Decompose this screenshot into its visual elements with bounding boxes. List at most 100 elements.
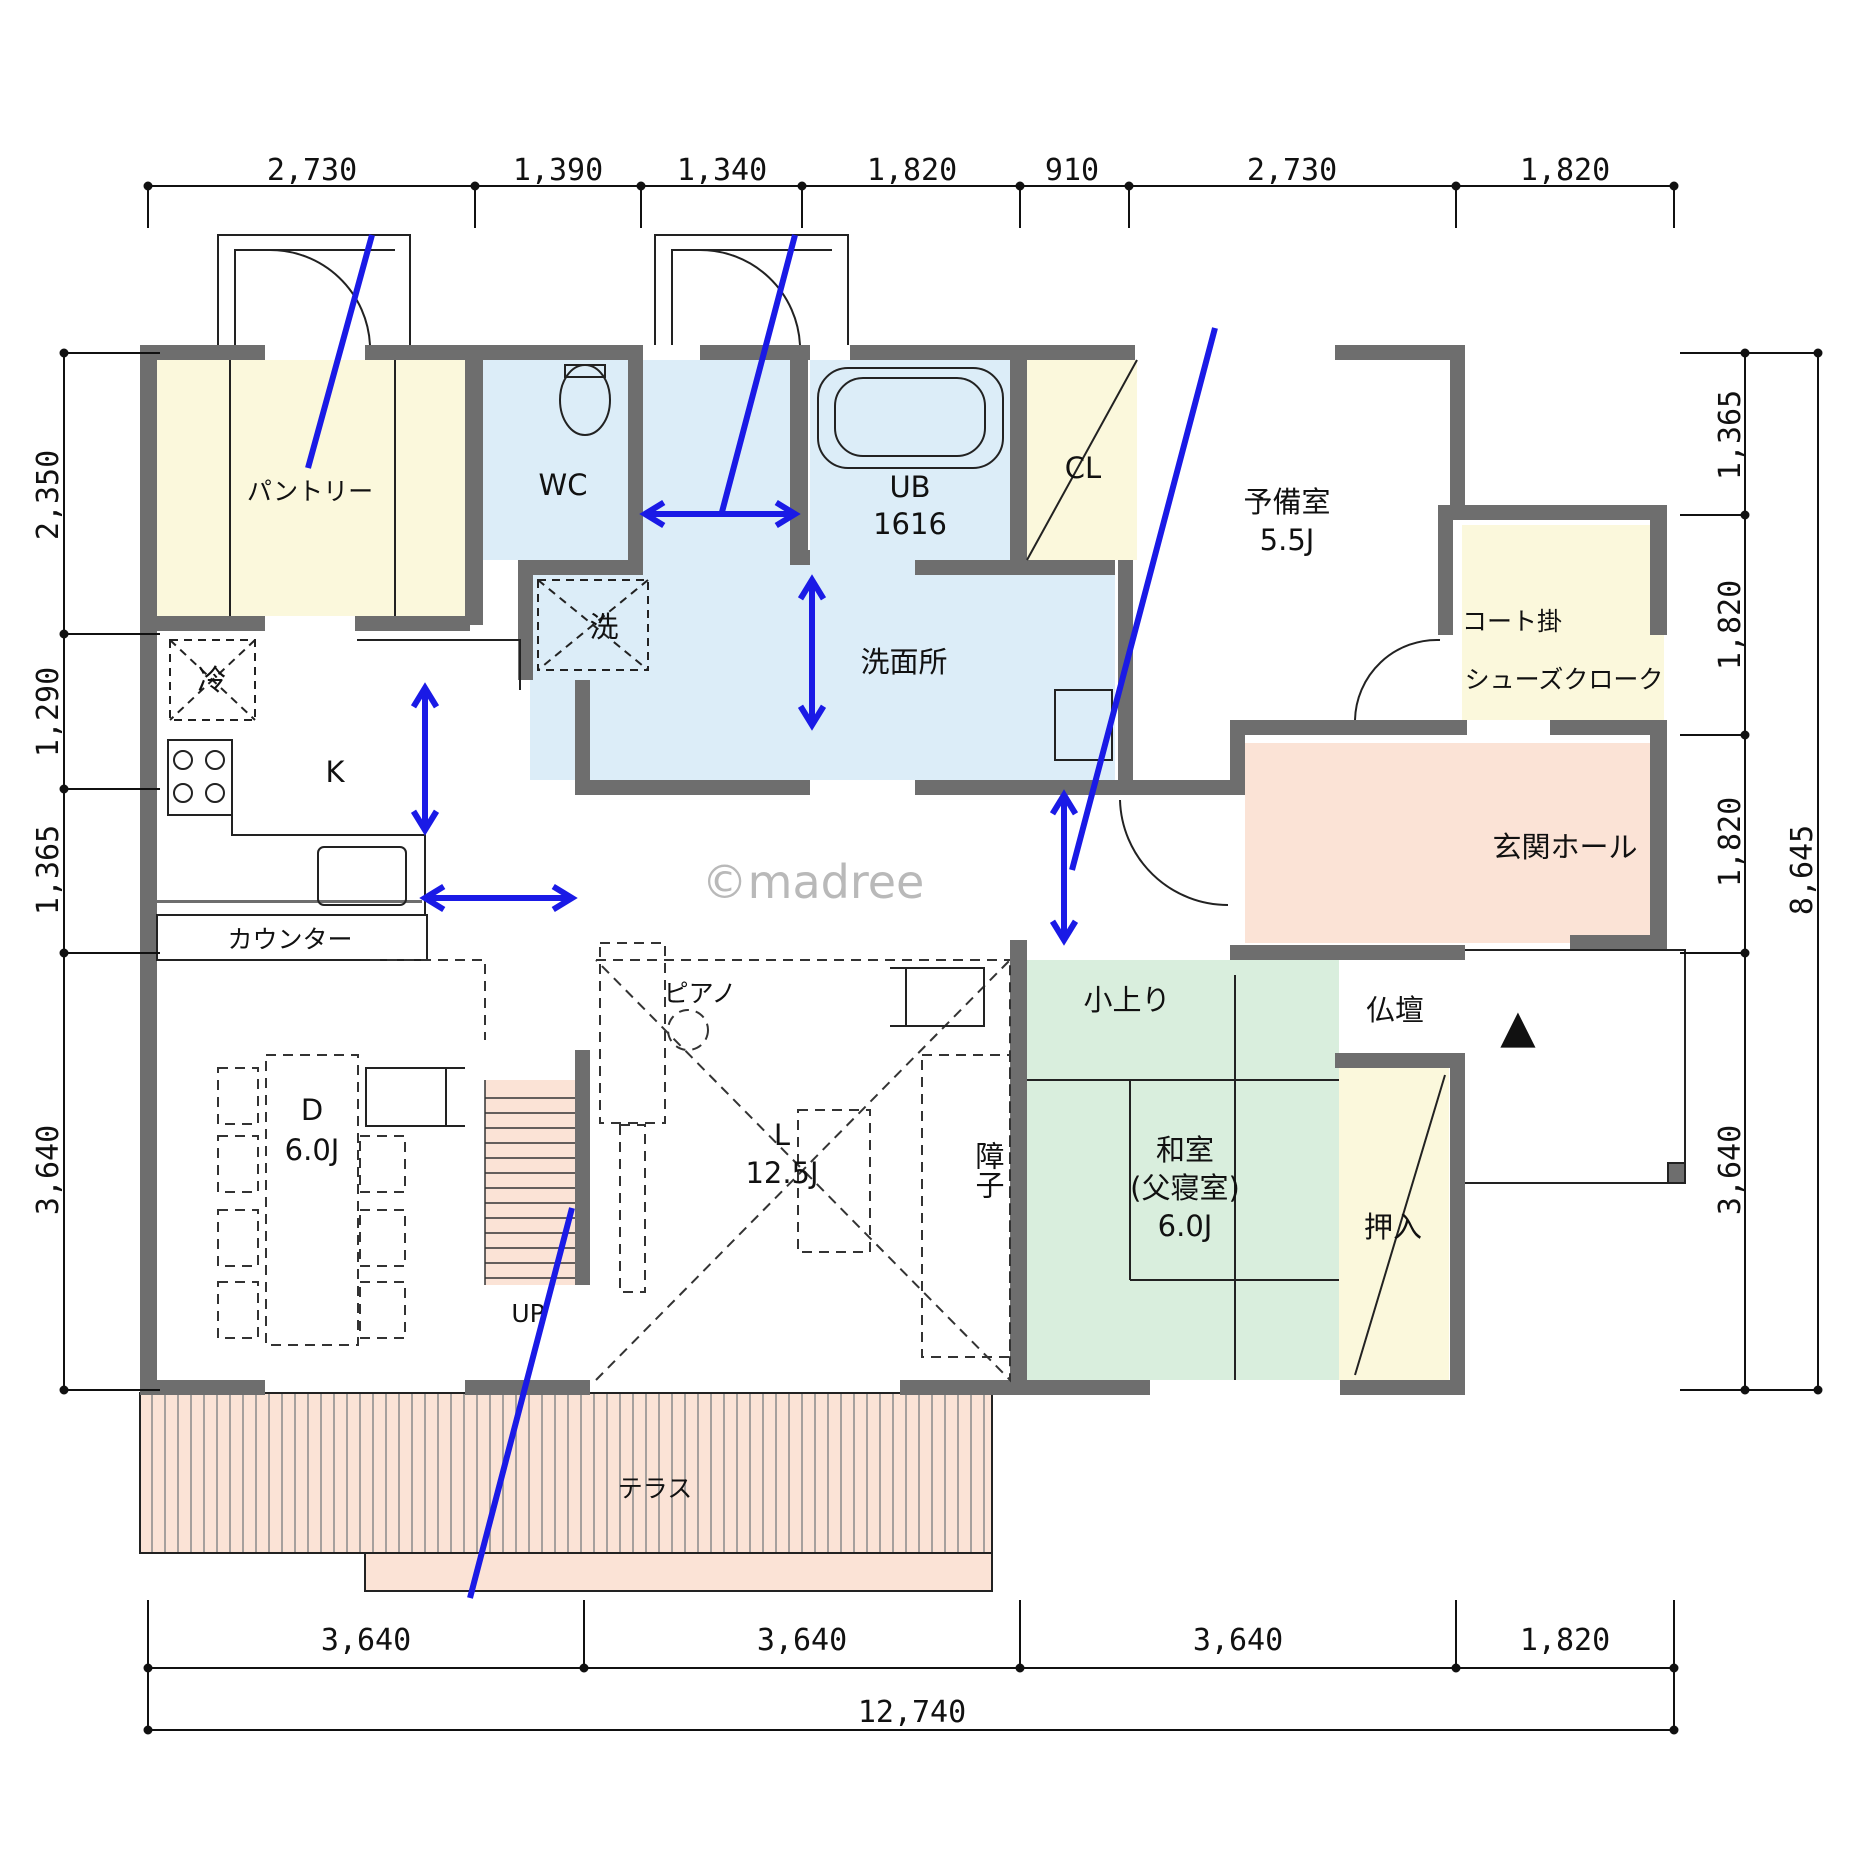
double-arrow-icon <box>1049 789 1079 946</box>
piano-label: ピアノ <box>664 979 737 1008</box>
dimension-dot <box>59 1385 69 1395</box>
terrace-label: テラス <box>618 1474 693 1503</box>
right-dimensions: 1,365 1,820 1,820 3,640 8,645 <box>1713 390 1820 1215</box>
shoe-cloak-fill <box>1462 525 1664 720</box>
pantry-fill <box>157 360 465 616</box>
right-dim-1: 1,365 <box>1713 390 1748 480</box>
total-width: 12,740 <box>858 1695 966 1730</box>
terrace-step-outline <box>364 1552 993 1592</box>
oshiire-fill <box>1339 1067 1449 1380</box>
blue-arrow-icons <box>410 499 1079 946</box>
top-dim-7: 1,820 <box>1520 153 1610 188</box>
left-dim-4: 3,640 <box>31 1125 66 1215</box>
bottom-dim-2: 3,640 <box>757 1623 847 1658</box>
washitsu-note: (父寝室) <box>1130 1171 1240 1205</box>
dimension-dot <box>1451 181 1461 191</box>
stair-treads <box>484 1080 575 1285</box>
washitsu-fill <box>1027 960 1339 1380</box>
dimension-dot <box>1813 348 1823 358</box>
entrance-mark: ▲ <box>1500 999 1536 1053</box>
dimension-dot <box>1451 1663 1461 1673</box>
left-dim-1: 2,350 <box>31 450 66 540</box>
wc-label: WC <box>539 468 588 502</box>
spare-room-label: 予備室 <box>1243 485 1330 519</box>
dimension-dot <box>1015 181 1025 191</box>
top-dim-3: 1,340 <box>677 153 767 188</box>
bottom-dim-1: 3,640 <box>321 1623 411 1658</box>
dimension-dot <box>143 181 153 191</box>
dimension-dot <box>1669 181 1679 191</box>
right-dim-3: 1,820 <box>1713 797 1748 887</box>
double-arrow-icon <box>639 499 801 529</box>
pantry-shelves <box>229 360 396 616</box>
terrace-step-fill <box>365 1553 992 1591</box>
terrace-fill <box>140 1393 992 1553</box>
dimension-dot <box>143 1725 153 1735</box>
spare-room-size: 5.5J <box>1260 523 1315 557</box>
dimension-dot <box>1124 181 1134 191</box>
dimension-dot <box>1813 1385 1823 1395</box>
furniture <box>217 942 1011 1383</box>
cl-label: CL <box>1065 451 1101 485</box>
washing-machine-label: 洗 <box>589 610 618 644</box>
top-dim-1: 2,730 <box>267 153 357 188</box>
walls <box>140 345 1667 1395</box>
shoe-cloak-label: シューズクローク <box>1465 665 1664 694</box>
dining-label: D <box>301 1093 323 1127</box>
living-size: 12.5J <box>745 1156 818 1190</box>
dimension-dot <box>470 181 480 191</box>
blue-annotation-lines <box>305 234 1218 1599</box>
dimension-dot <box>636 181 646 191</box>
left-dimensions: 2,350 1,290 1,365 3,640 <box>31 450 66 1215</box>
bottom-dim-3: 3,640 <box>1193 1623 1283 1658</box>
dimension-dot <box>1015 1663 1025 1673</box>
top-dim-2: 1,390 <box>513 153 603 188</box>
left-dim-2: 1,290 <box>31 667 66 757</box>
top-dim-5: 910 <box>1045 153 1099 188</box>
koagari-label: 小上り <box>1083 983 1170 1017</box>
hall-fill <box>1245 743 1663 943</box>
double-arrow-icon <box>410 682 440 836</box>
dimension-dot <box>59 348 69 358</box>
living-label: L <box>774 1118 790 1152</box>
counter-label: カウンター <box>227 925 352 954</box>
entrance-hall-label: 玄関ホール <box>1492 830 1637 864</box>
dimension-dot <box>59 784 69 794</box>
wheelchair-icon <box>365 967 985 1127</box>
dimension-dot <box>579 1663 589 1673</box>
washroom-label: 洗面所 <box>860 645 947 679</box>
top-dim-6: 2,730 <box>1247 153 1337 188</box>
washitsu-label: 和室 <box>1156 1133 1214 1167</box>
dining-size: 6.0J <box>285 1133 340 1167</box>
ub-size: 1616 <box>873 507 947 541</box>
coat-label: コート掛 <box>1462 607 1562 636</box>
bottom-dim-4: 1,820 <box>1520 1623 1610 1658</box>
room-labels: パントリー WC UB 1616 CL 予備室 5.5J コート掛 シューズクロ… <box>197 451 1663 1503</box>
total-height: 8,645 <box>1785 825 1820 915</box>
left-dim-3: 1,365 <box>31 825 66 915</box>
dimension-dot <box>1740 730 1750 740</box>
watermark: ©madree <box>702 855 925 909</box>
room-fills <box>140 360 1664 1591</box>
shoji-label: 障子 <box>971 1141 1005 1199</box>
tatami-lines <box>1027 975 1339 1380</box>
dimension-dot <box>1740 948 1750 958</box>
top-dimensions: 2,730 1,390 1,340 1,820 910 2,730 1,820 <box>267 153 1610 188</box>
dimension-lines <box>59 181 1823 1735</box>
fridge-label: 冷 <box>197 663 226 697</box>
washitsu-size: 6.0J <box>1158 1209 1213 1243</box>
pantry-label: パントリー <box>247 477 373 506</box>
dimension-dot <box>59 629 69 639</box>
terrace-boards <box>151 1393 985 1553</box>
dimension-dot <box>1740 510 1750 520</box>
dimension-dot <box>1669 1725 1679 1735</box>
double-arrow-icon <box>419 883 578 913</box>
butsudan-label: 仏壇 <box>1366 993 1424 1027</box>
fixtures <box>156 234 1686 1376</box>
ub-label: UB <box>889 470 930 504</box>
bottom-dimensions: 3,640 3,640 3,640 1,820 12,740 <box>321 1623 1610 1730</box>
dimension-dot <box>797 181 807 191</box>
wc-fill <box>483 360 643 560</box>
kitchen-label: K <box>325 755 345 789</box>
